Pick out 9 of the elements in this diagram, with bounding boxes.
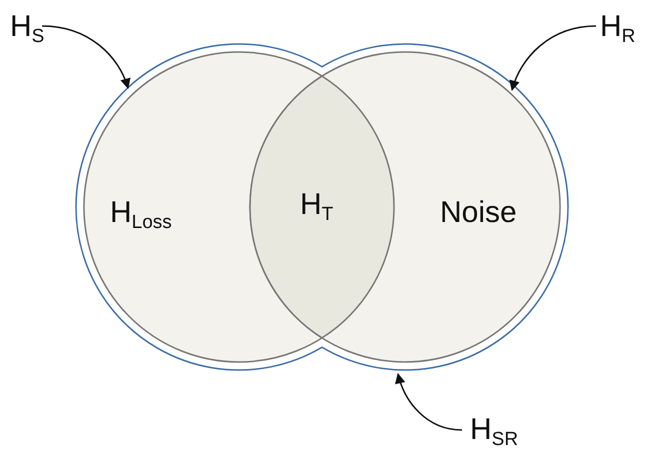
callout-label: H$_{R}$ (600, 12, 636, 46)
callout-label: H$_{S}$ (10, 12, 44, 46)
region-label: Noise (440, 198, 517, 228)
curved-arrow (510, 25, 596, 91)
region-label: H$_{T}$ (300, 190, 334, 224)
callout-label: H$_{SR}$ (470, 415, 518, 449)
curved-arrow (42, 25, 130, 89)
curved-arrow (395, 373, 462, 431)
region-label: H$_{Loss}$ (110, 198, 172, 232)
